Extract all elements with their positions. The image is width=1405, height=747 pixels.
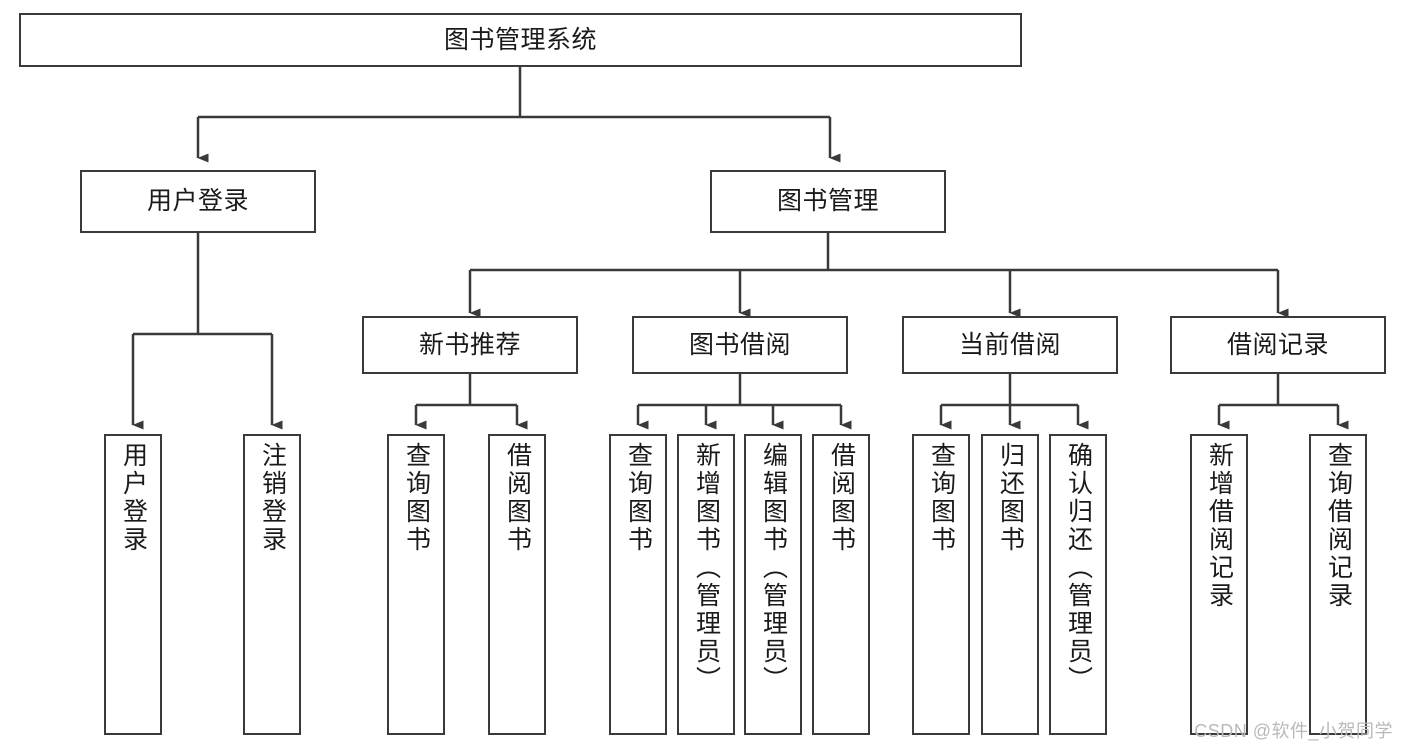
node-label: 借阅图书 <box>827 442 856 554</box>
node-label: 新书推荐 <box>418 330 521 359</box>
leaf-borrow-query-book[interactable]: 查询图书 <box>609 434 667 735</box>
node-book-management[interactable]: 图书管理 <box>710 170 946 233</box>
node-new-book-recommend[interactable]: 新书推荐 <box>362 316 578 374</box>
leaf-current-confirm-return-admin[interactable]: 确认归还（管理员） <box>1049 434 1107 735</box>
leaf-borrow-edit-book-admin[interactable]: 编辑图书（管理员） <box>744 434 802 735</box>
node-label: 新增借阅记录 <box>1205 442 1234 610</box>
node-label: 用户登录 <box>146 187 249 215</box>
node-label: 注销登录 <box>258 442 287 554</box>
leaf-current-query-book[interactable]: 查询图书 <box>912 434 970 735</box>
node-label: 借阅记录 <box>1226 330 1329 359</box>
node-label: 查询图书 <box>402 442 431 554</box>
node-label: 查询图书 <box>927 442 956 554</box>
node-label: 确认归还（管理员） <box>1064 442 1093 694</box>
leaf-borrow-add-book-admin[interactable]: 新增图书（管理员） <box>677 434 735 735</box>
watermark: CSDN @软件_小贺同学 <box>1194 721 1393 741</box>
leaf-recommend-query-book[interactable]: 查询图书 <box>387 434 445 735</box>
node-user-login[interactable]: 用户登录 <box>80 170 316 233</box>
leaf-record-query-borrow-record[interactable]: 查询借阅记录 <box>1309 434 1367 735</box>
leaf-borrow-borrow-book[interactable]: 借阅图书 <box>812 434 870 735</box>
leaf-current-return-book[interactable]: 归还图书 <box>981 434 1039 735</box>
node-label: 新增图书（管理员） <box>692 442 721 694</box>
node-label: 编辑图书（管理员） <box>759 442 788 694</box>
node-borrow-record[interactable]: 借阅记录 <box>1170 316 1386 374</box>
leaf-record-add-borrow-record[interactable]: 新增借阅记录 <box>1190 434 1248 735</box>
node-label: 图书管理 <box>776 187 879 215</box>
node-label: 查询借阅记录 <box>1324 442 1353 610</box>
node-root-system[interactable]: 图书管理系统 <box>19 13 1022 67</box>
leaf-recommend-borrow-book[interactable]: 借阅图书 <box>488 434 546 735</box>
node-label: 借阅图书 <box>503 442 532 554</box>
node-label: 用户登录 <box>119 442 148 554</box>
node-label: 查询图书 <box>624 442 653 554</box>
node-label: 当前借阅 <box>958 330 1061 359</box>
node-book-borrow[interactable]: 图书借阅 <box>632 316 848 374</box>
node-label: 归还图书 <box>996 442 1025 554</box>
leaf-user-logout[interactable]: 注销登录 <box>243 434 301 735</box>
node-current-borrow[interactable]: 当前借阅 <box>902 316 1118 374</box>
node-label: 图书管理系统 <box>443 25 597 54</box>
leaf-user-login[interactable]: 用户登录 <box>104 434 162 735</box>
node-label: 图书借阅 <box>688 330 791 359</box>
